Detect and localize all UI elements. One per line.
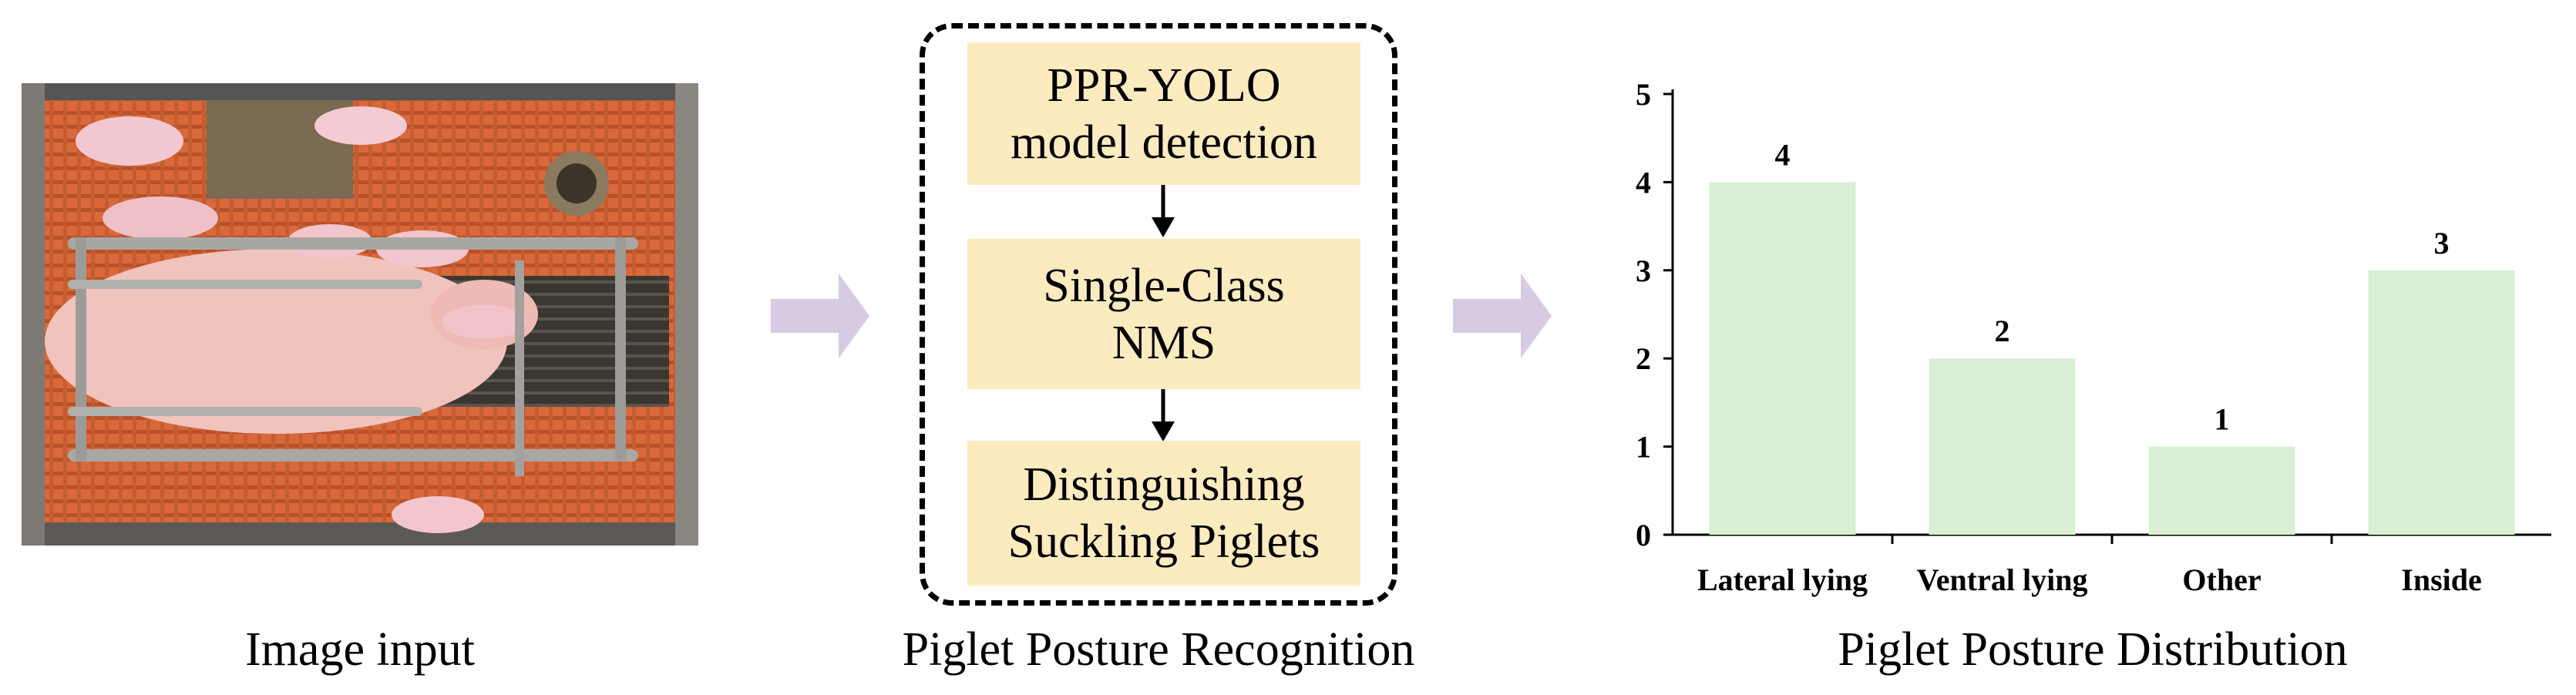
bar-data-label: 1 xyxy=(2214,402,2230,437)
bar-data-label: 3 xyxy=(2434,226,2450,260)
bar-data-label: 4 xyxy=(1775,137,1791,172)
y-tick-label: 2 xyxy=(1636,341,1651,376)
step-distinguishing-line2: Suckling Piglets xyxy=(1007,515,1320,568)
down-arrow-2-icon xyxy=(1152,389,1175,442)
bar-lateral-lying xyxy=(1709,182,1856,535)
stage1-caption: Image input xyxy=(245,623,475,676)
step-distinguishing-line1: Distinguishing xyxy=(1023,458,1305,511)
stage3-caption: Piglet Posture Distribution xyxy=(1838,623,2348,676)
x-category-label: Other xyxy=(2182,562,2261,597)
bar-other xyxy=(2148,446,2295,535)
x-category-label: Lateral lying xyxy=(1697,562,1868,597)
step-nms-line2: NMS xyxy=(1111,316,1216,369)
bar-ventral-lying xyxy=(1929,358,2076,535)
step-ppr-yolo-line1: PPR-YOLO xyxy=(1047,59,1281,112)
pen-photo xyxy=(22,83,698,546)
y-tick-label: 4 xyxy=(1636,165,1651,200)
bar-data-label: 2 xyxy=(1995,314,2010,348)
x-category-label: Inside xyxy=(2401,562,2482,597)
step-single-class-nms: Single-Class NMS xyxy=(967,239,1360,389)
y-tick-label: 1 xyxy=(1636,430,1651,465)
flow-arrow-2-icon xyxy=(1453,274,1552,358)
step-nms-line1: Single-Class xyxy=(1043,259,1285,312)
bar-inside xyxy=(2368,270,2515,535)
y-tick-label: 3 xyxy=(1636,253,1651,288)
step-distinguishing: Distinguishing Suckling Piglets xyxy=(967,441,1360,586)
step-ppr-yolo-line2: model detection xyxy=(1011,116,1317,169)
pen-photo-illustration xyxy=(22,83,698,546)
down-arrow-1-icon xyxy=(1152,185,1175,237)
flow-arrow-1-icon xyxy=(771,274,869,358)
y-tick-label: 0 xyxy=(1636,518,1651,552)
stage2-caption: Piglet Posture Recognition xyxy=(902,623,1415,676)
y-tick-label: 5 xyxy=(1636,77,1651,112)
process-box xyxy=(920,23,1397,606)
step-ppr-yolo: PPR-YOLO model detection xyxy=(967,42,1360,185)
x-category-label: Ventral lying xyxy=(1917,562,2088,597)
